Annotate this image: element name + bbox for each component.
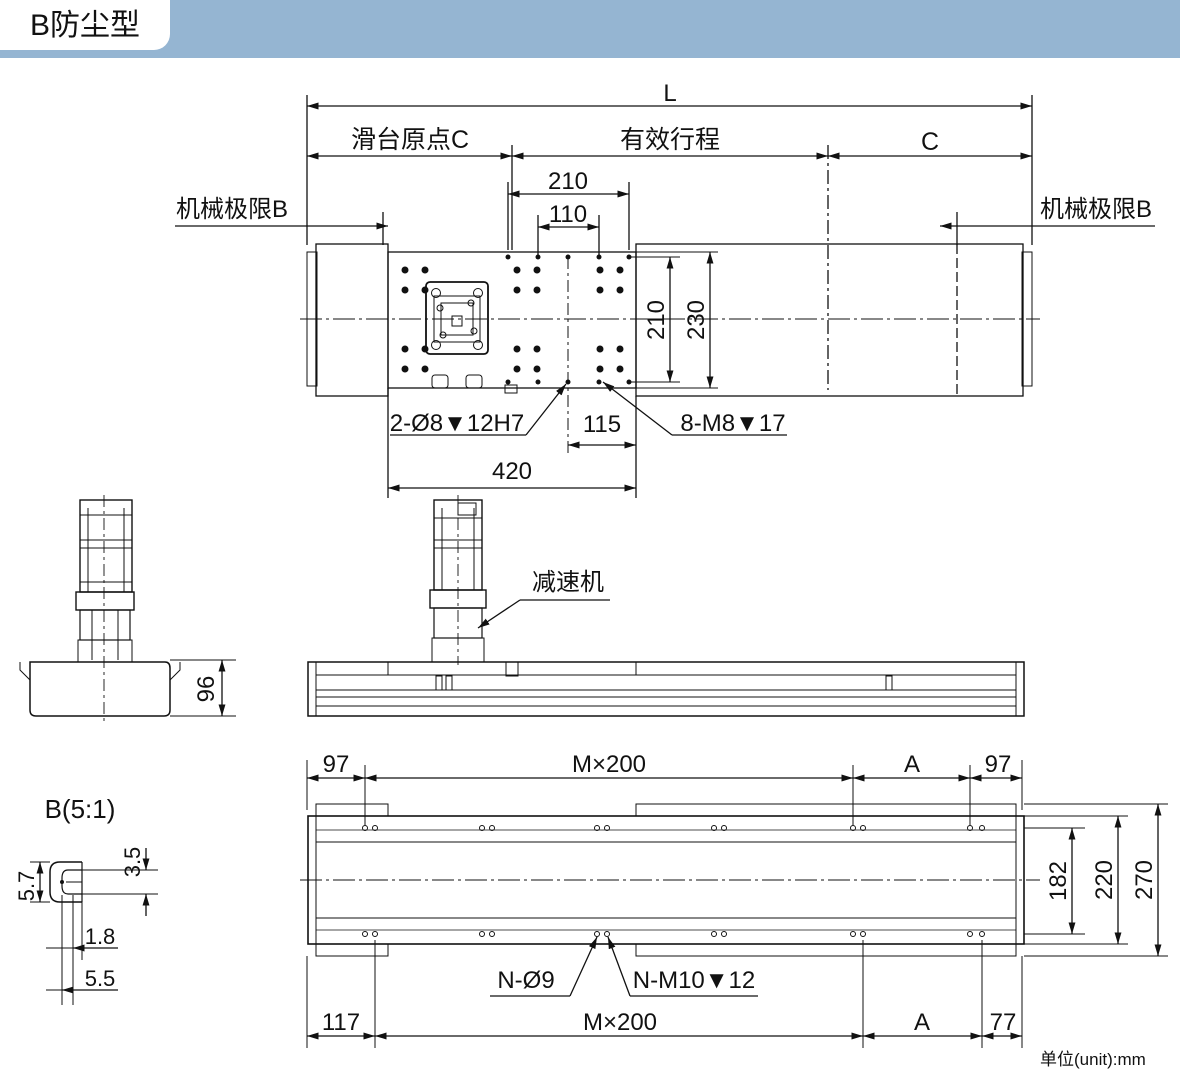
label-mech-limit-right: 机械极限B [1040, 196, 1152, 223]
header-tab: B防尘型 [0, 0, 170, 50]
dim-1-8: 1.8 [85, 924, 116, 949]
dim-5-7: 5.7 [14, 871, 39, 902]
label-slide-origin-c: 滑台原点C [351, 126, 469, 154]
carriage-holes [401, 254, 632, 385]
label-pin-holes: 2-Ø8▼12H7 [390, 410, 524, 437]
front-view: 减速机 [307, 495, 1025, 717]
dim-230-vertical: 230 [683, 300, 710, 340]
detail-b-title: B(5:1) [45, 794, 116, 824]
unit-note: 单位(unit):mm [1040, 1050, 1146, 1069]
dim-270: 270 [1131, 860, 1158, 900]
dim-3-5: 3.5 [120, 847, 145, 878]
page-title: B防尘型 [30, 9, 141, 42]
label-effective-stroke: 有效行程 [620, 126, 720, 154]
dim-m200-top: M×200 [572, 751, 646, 778]
dim-m200-bottom: M×200 [583, 1009, 657, 1036]
dim-420: 420 [492, 458, 532, 485]
detail-b: B(5:1) 5.7 3.5 1.8 5.5 [14, 794, 158, 1005]
dim-97-left: 97 [323, 751, 350, 778]
dim-a-bottom: A [914, 1009, 930, 1036]
dim-110: 110 [549, 201, 587, 228]
mounting-holes [362, 825, 985, 937]
dim-97-right: 97 [985, 751, 1012, 778]
dim-210-vertical: 210 [643, 300, 670, 340]
label-mech-limit-left: 机械极限B [176, 196, 288, 223]
dim-96: 96 [193, 676, 220, 703]
label-tapped-holes: 8-M8▼17 [680, 410, 785, 437]
label-c: C [921, 128, 939, 156]
label-reducer: 减速机 [532, 569, 604, 596]
dim-5-5: 5.5 [85, 966, 116, 991]
end-view: 96 [19, 495, 236, 722]
top-view: L 滑台原点C 有效行程 C 210 110 机械极限B 机械极限B [175, 80, 1155, 498]
dim-77: 77 [990, 1009, 1017, 1036]
dim-115: 115 [583, 411, 621, 438]
dim-210: 210 [548, 168, 588, 195]
dim-l: L [663, 80, 676, 107]
label-n-tapped: N-M10▼12 [633, 967, 755, 994]
dim-117: 117 [322, 1009, 360, 1036]
dim-182: 182 [1045, 861, 1072, 901]
label-n-holes: N-Ø9 [497, 967, 554, 994]
header-banner [0, 0, 1180, 58]
bottom-view: 97 M×200 A 97 [300, 751, 1168, 1048]
dim-a-top: A [904, 751, 920, 778]
dim-220: 220 [1091, 860, 1118, 900]
